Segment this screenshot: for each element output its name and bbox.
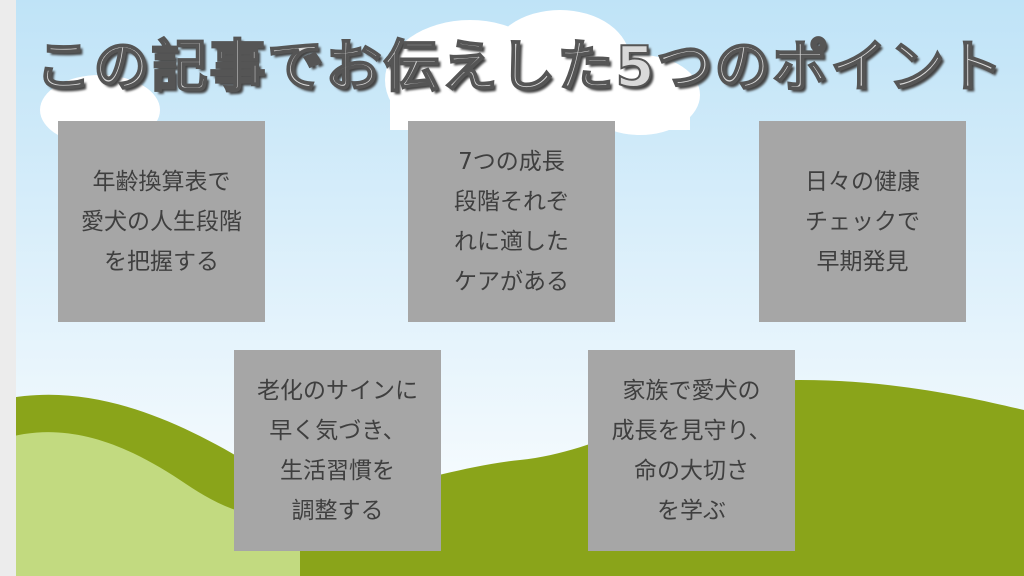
point-box-2: 7つの成長 段階それぞ れに適した ケアがある [408, 121, 615, 322]
point-text: 老化のサインに 早く気づき、 生活習慣を 調整する [257, 377, 418, 524]
point-box-1: 年齢換算表で 愛犬の人生段階 を把握する [58, 121, 265, 322]
point-box-3: 日々の健康 チェックで 早期発見 [759, 121, 966, 322]
point-text: 家族で愛犬の 成長を見守り、 命の大切さ を学ぶ [611, 377, 772, 524]
slide-title: この記事でお伝えした5つのポイント [35, 34, 1005, 101]
left-edge-strip [0, 0, 16, 576]
point-text: 日々の健康 チェックで 早期発見 [805, 168, 920, 275]
point-text: 年齢換算表で 愛犬の人生段階 を把握する [81, 168, 242, 275]
point-box-5: 家族で愛犬の 成長を見守り、 命の大切さ を学ぶ [588, 350, 795, 551]
point-box-4: 老化のサインに 早く気づき、 生活習慣を 調整する [234, 350, 441, 551]
point-text: 7つの成長 段階それぞ れに適した ケアがある [454, 148, 569, 295]
